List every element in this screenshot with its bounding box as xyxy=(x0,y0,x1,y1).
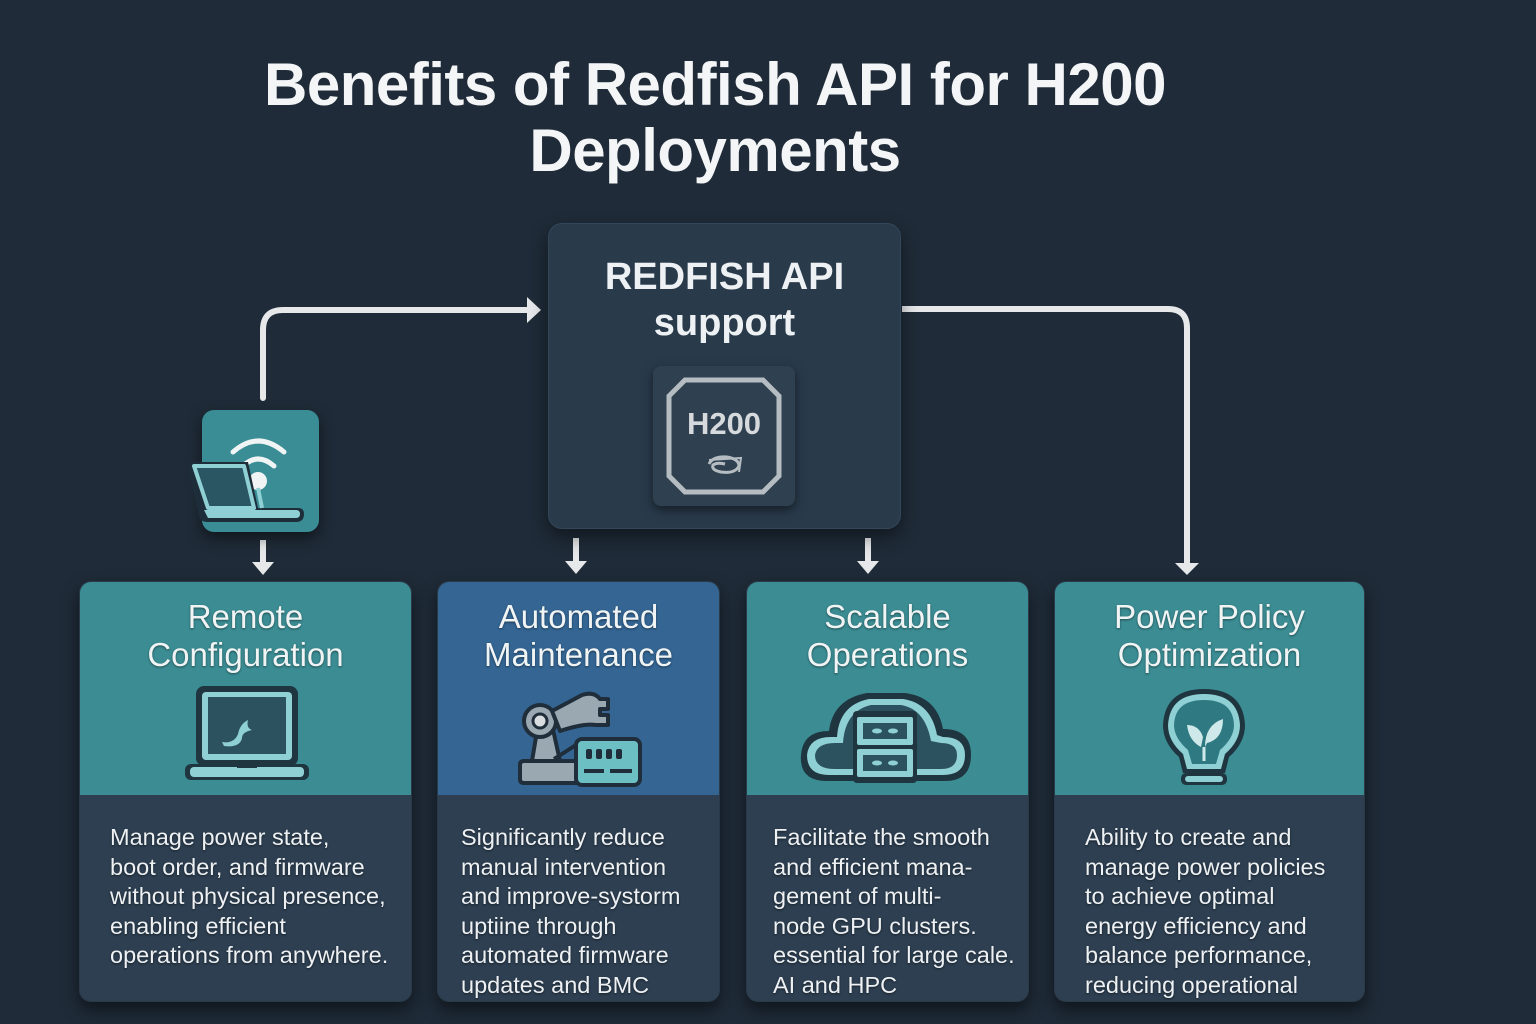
card-automated-maintenance: Automated Maintenance Significantly redu… xyxy=(437,581,720,1002)
card-description: Ability to create and manage power polic… xyxy=(1085,824,1326,998)
gpu-chip-icon xyxy=(666,377,782,495)
card-title-line: Configuration xyxy=(147,636,344,673)
card-title: Scalable Operations xyxy=(747,598,1028,674)
card-title-line: Scalable xyxy=(824,598,951,635)
card-scalable-operations: Scalable Operations Facilitate the smoot… xyxy=(746,581,1029,1002)
redfish-api-hub: REDFISH API support H200 xyxy=(548,223,901,529)
card-header: Scalable Operations xyxy=(747,582,1028,795)
hub-title-line-1: REDFISH API xyxy=(604,256,845,298)
card-title-line: Power Policy xyxy=(1114,598,1305,635)
card-title-line: Maintenance xyxy=(484,636,673,673)
card-header: Power Policy Optimization xyxy=(1055,582,1364,795)
card-title-line: Optimization xyxy=(1117,636,1302,673)
arrow-hub-to-power xyxy=(902,306,1190,565)
page-title: Benefits of Redfish API for H200 Deploym… xyxy=(150,52,1280,184)
card-body: Facilitate the smooth and efficient mana… xyxy=(747,795,1028,1001)
card-body: Ability to create and manage power polic… xyxy=(1055,795,1364,1001)
card-title: Power Policy Optimization xyxy=(1055,598,1364,674)
h200-chip: H200 xyxy=(653,366,795,506)
card-title: Automated Maintenance xyxy=(438,598,719,674)
wireless-laptop-icon xyxy=(188,438,304,522)
title-line-2: Deployments xyxy=(529,117,901,184)
title-line-1: Benefits of Redfish API for H200 xyxy=(264,51,1166,118)
arrow-remote-to-hub xyxy=(260,307,535,401)
card-power-policy-optimization: Power Policy Optimization Ability to cre… xyxy=(1054,581,1365,1002)
card-header: Automated Maintenance xyxy=(438,582,719,795)
card-description: Facilitate the smooth and efficient mana… xyxy=(773,824,1015,998)
hub-title-line-2: support xyxy=(653,302,796,344)
card-description: Manage power state, boot order, and firm… xyxy=(110,824,389,968)
laptop-wrench-icon xyxy=(185,686,309,780)
arrow-remote-to-hub-head xyxy=(527,297,541,323)
remote-access-tile xyxy=(188,410,319,532)
hub-title: REDFISH API support xyxy=(549,254,900,346)
arrow-hub-to-power-head xyxy=(1175,563,1199,575)
card-header: Remote Configuration xyxy=(80,582,411,795)
card-remote-configuration: Remote Configuration Manage power state,… xyxy=(79,581,412,1002)
card-body: Manage power state, boot order, and firm… xyxy=(80,795,411,1001)
card-title-line: Automated xyxy=(498,598,659,635)
card-title-line: Operations xyxy=(806,636,969,673)
card-description: Significantly reduce manual intervention… xyxy=(461,824,681,998)
card-body: Significantly reduce manual intervention… xyxy=(438,795,719,1001)
card-title: Remote Configuration xyxy=(80,598,411,674)
card-title-line: Remote xyxy=(187,598,304,635)
chip-label: H200 xyxy=(686,406,762,441)
eco-lightbulb-icon xyxy=(1163,689,1245,785)
cloud-server-icon xyxy=(800,693,971,783)
robot-arm-icon xyxy=(518,691,642,787)
